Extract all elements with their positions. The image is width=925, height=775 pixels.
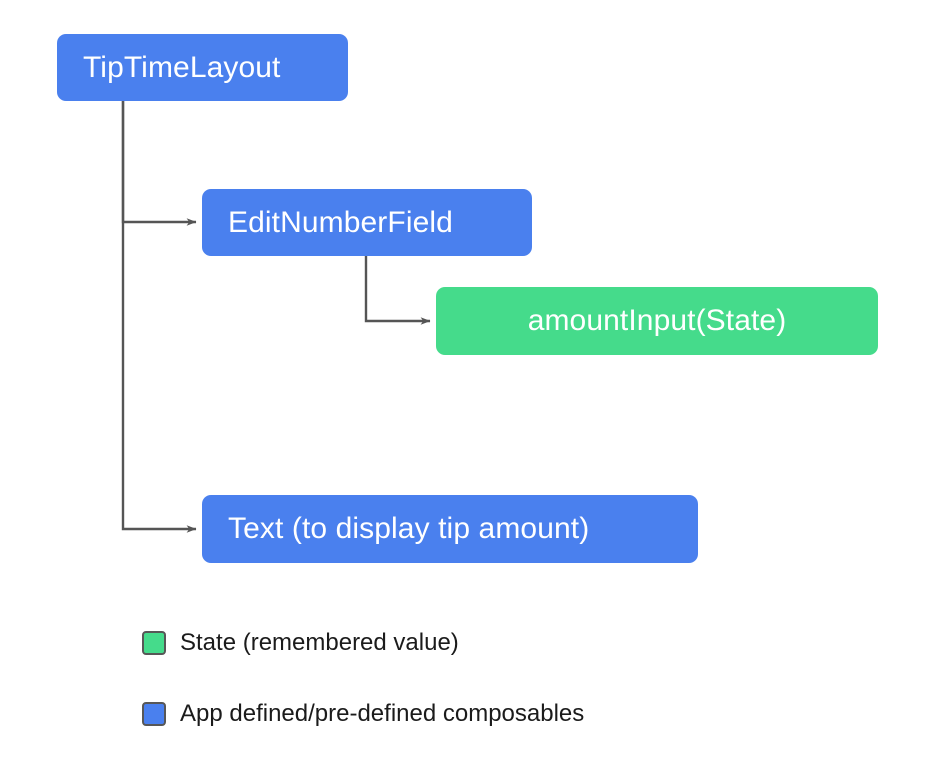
legend: State (remembered value) App defined/pre…: [142, 631, 742, 726]
node-amountinput-label: amountInput(State): [527, 304, 787, 337]
legend-item-state: State (remembered value): [142, 631, 742, 655]
node-amountinput[interactable]: amountInput(State): [436, 287, 878, 355]
edge-tiptimelayout-to-text: [121, 101, 197, 533]
legend-swatch-composable-icon: [142, 702, 166, 726]
legend-item-composable: App defined/pre-defined composables: [142, 702, 742, 726]
edge-editnumberfield-to-amountinput: [364, 256, 431, 325]
edge-tiptimelayout-to-editnumberfield: [121, 101, 197, 226]
node-text[interactable]: Text (to display tip amount): [202, 495, 698, 563]
node-editnumberfield[interactable]: EditNumberField: [202, 189, 532, 256]
legend-label-composable: App defined/pre-defined composables: [180, 700, 585, 727]
legend-swatch-state-icon: [142, 631, 166, 655]
node-text-label: Text (to display tip amount): [228, 512, 590, 545]
node-editnumberfield-label: EditNumberField: [228, 205, 453, 239]
node-tiptimelayout-label: TipTimeLayout: [83, 50, 281, 84]
legend-label-state: State (remembered value): [180, 629, 459, 656]
node-tiptimelayout[interactable]: TipTimeLayout: [57, 34, 348, 101]
